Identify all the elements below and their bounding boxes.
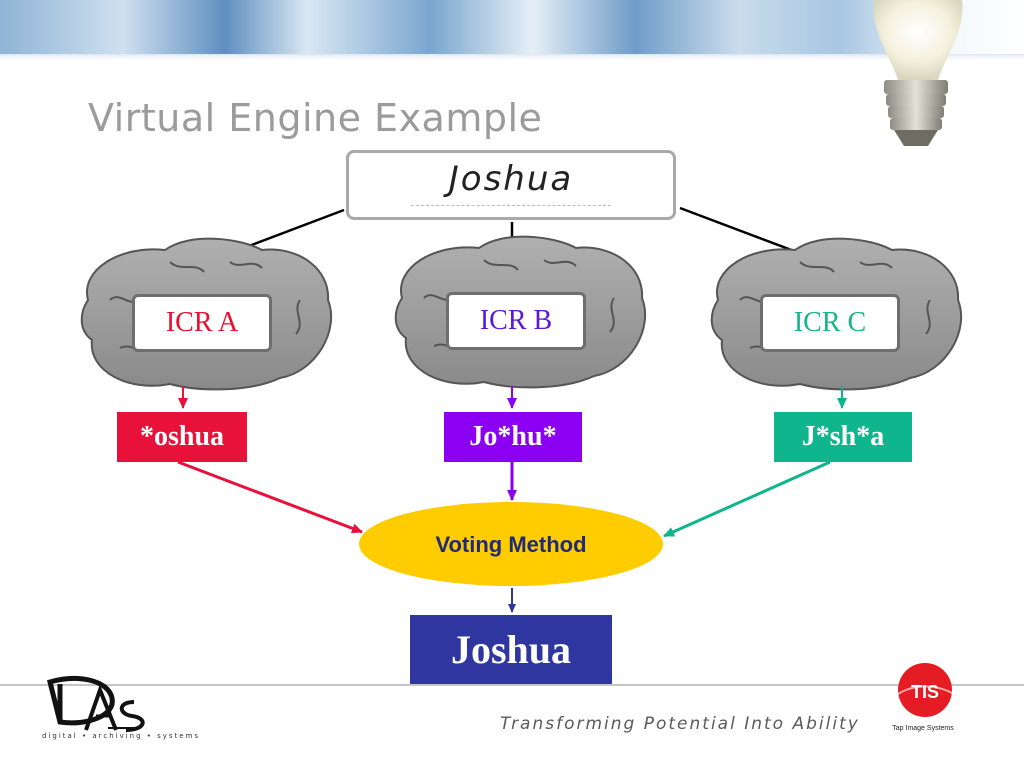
icr-a-box: ICR A [132, 294, 272, 352]
header-banner [0, 0, 1024, 54]
header-banner-shade [0, 54, 1024, 60]
tis-logo-text: TIS [910, 682, 939, 702]
das-logo [46, 676, 145, 732]
voting-method-label: Voting Method [435, 532, 587, 557]
result-b-box: Jo*hu* [444, 412, 582, 462]
arrow-result-a-to-voting [177, 460, 363, 534]
handwritten-input-image: Joshua [346, 150, 676, 220]
result-c-box: J*sh*a [774, 412, 912, 462]
slide-title: Virtual Engine Example [88, 96, 543, 140]
arrow-result-c-to-voting [663, 460, 831, 538]
icr-b-box: ICR B [446, 292, 586, 350]
icr-c-box: ICR C [760, 294, 900, 352]
handwriting-baseline [411, 205, 611, 206]
lightbulb-icon [873, 0, 963, 146]
tis-logo-icon [897, 663, 955, 717]
result-a-box: *oshua [117, 412, 247, 462]
icr-b-label: ICR B [479, 305, 553, 336]
icr-a-label: ICR A [165, 307, 239, 338]
das-tagline: digital • archiving • systems [42, 732, 201, 740]
tis-subtitle: Tap Image Systems [892, 725, 954, 732]
footer-divider [0, 684, 1024, 686]
footer-slogan: Transforming Potential Into Ability [500, 714, 860, 734]
handwritten-input-text: Joshua [448, 159, 574, 199]
final-result-box: Joshua [410, 615, 612, 684]
voting-method-ellipse [359, 502, 663, 586]
icr-c-label: ICR C [793, 307, 867, 338]
